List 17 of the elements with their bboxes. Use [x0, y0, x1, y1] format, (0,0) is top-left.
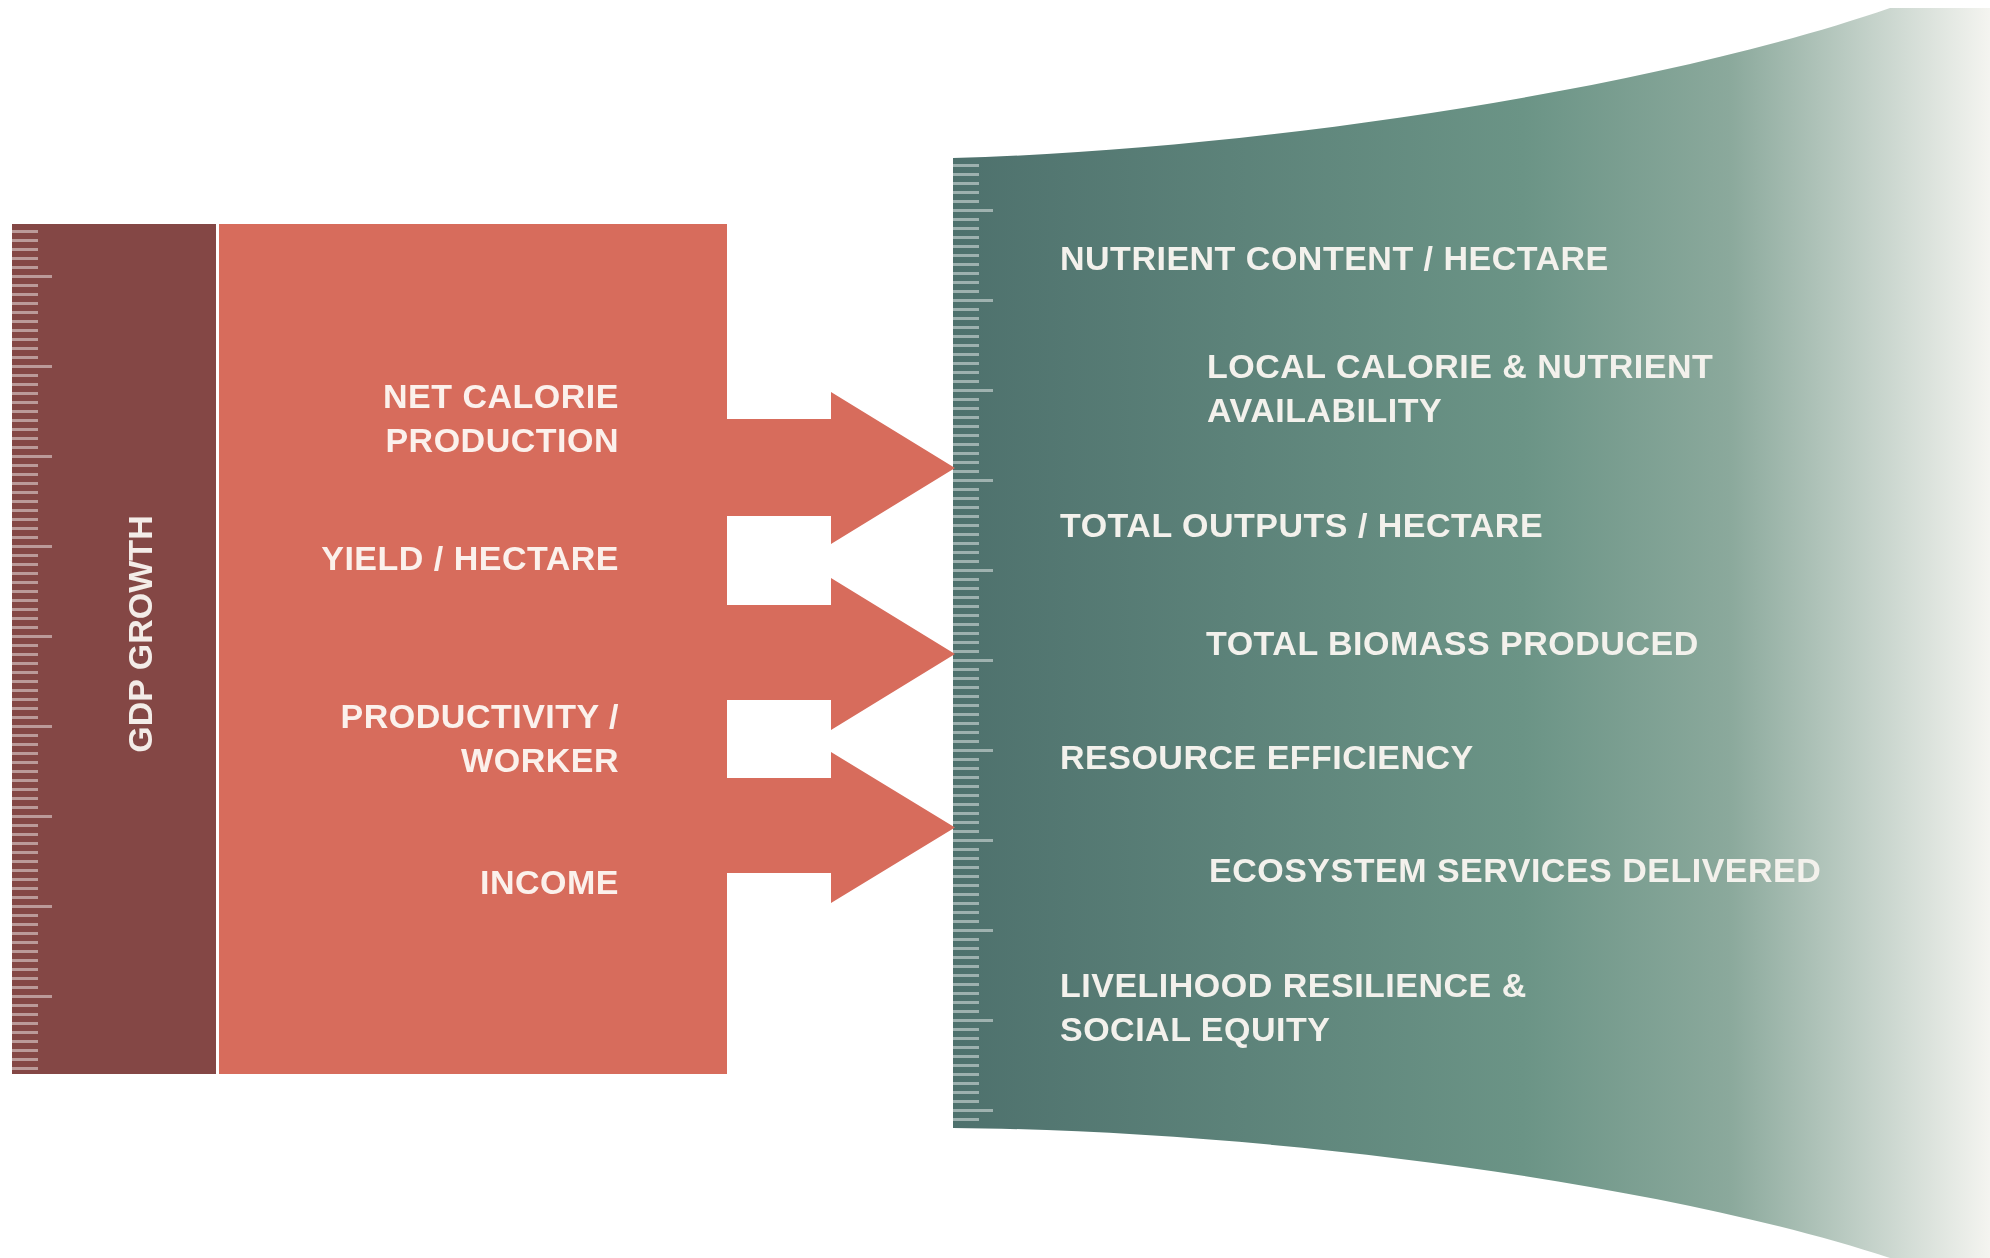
gdp-bar	[12, 224, 216, 1074]
block-arrow	[727, 578, 955, 730]
metric-label: TOTAL OUTPUTS / HECTARE	[1060, 505, 1545, 546]
metric-label: LIVELIHOOD RESILIENCE & SOCIAL EQUITY	[1060, 965, 1528, 1050]
metric-label: INCOME	[479, 862, 619, 903]
metric-label: TOTAL BIOMASS PRODUCED	[1206, 623, 1700, 664]
metric-label: PRODUCTIVITY / WORKER	[339, 696, 619, 781]
metric-label: NUTRIENT CONTENT / HECTARE	[1060, 238, 1610, 279]
block-arrow	[727, 392, 955, 544]
metric-label: YIELD / HECTARE	[320, 538, 619, 579]
vertical-label: GDP GROWTH	[119, 515, 160, 753]
metrics-panel	[219, 224, 727, 1074]
metric-label: LOCAL CALORIE & NUTRIENT AVAILABILITY	[1207, 346, 1715, 431]
metric-label: RESOURCE EFFICIENCY	[1060, 737, 1475, 778]
block-arrow	[727, 752, 955, 903]
metric-label: NET CALORIE PRODUCTION	[382, 376, 619, 461]
metric-label: ECOSYSTEM SERVICES DELIVERED	[1209, 850, 1823, 891]
